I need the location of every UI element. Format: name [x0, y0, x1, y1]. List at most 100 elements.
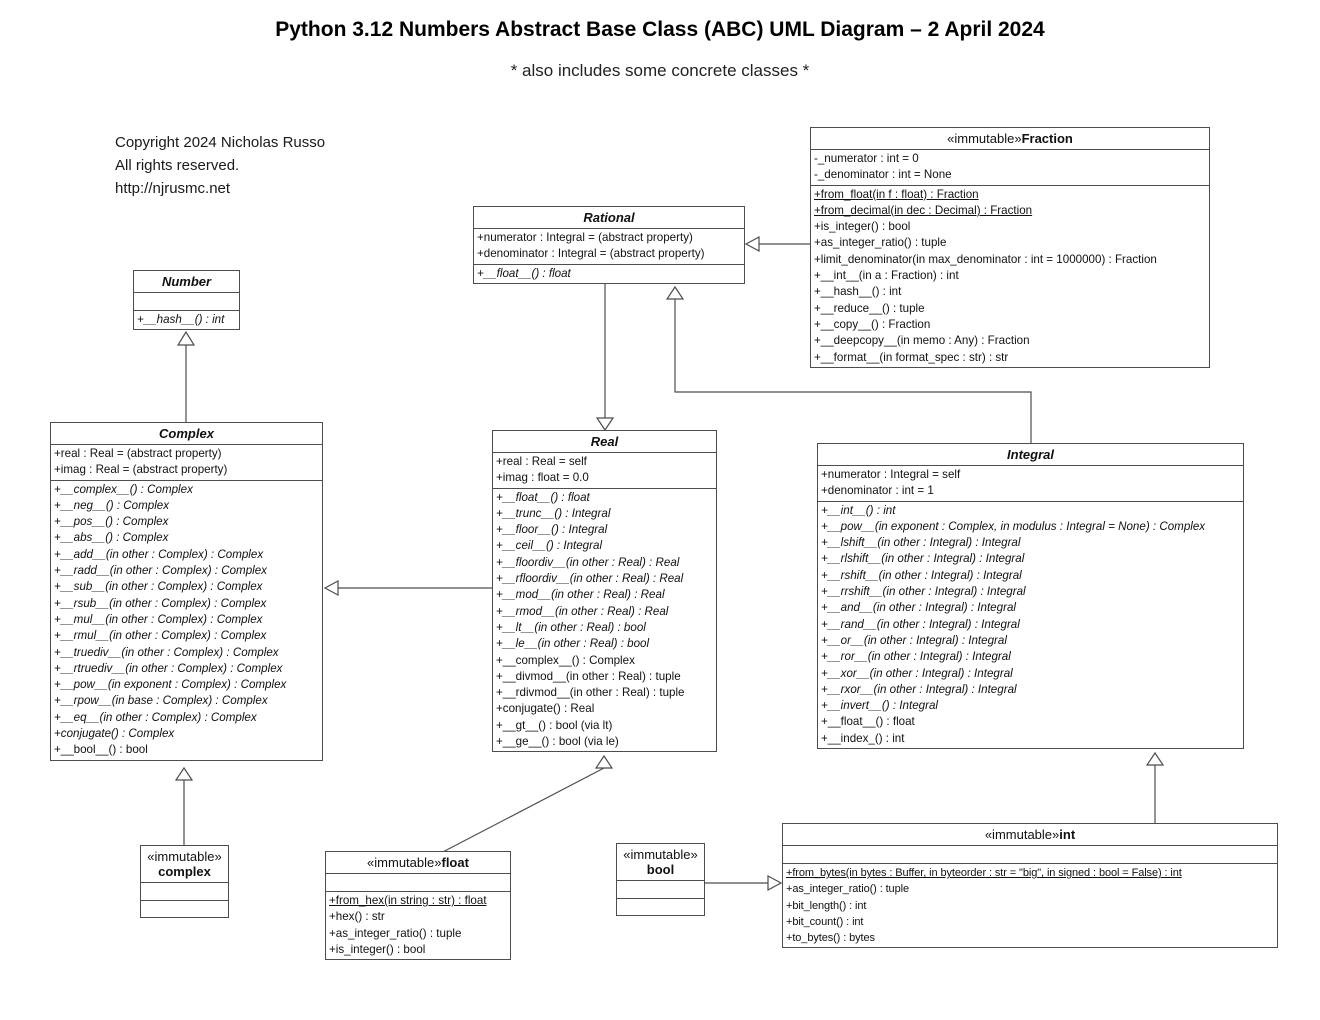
class-box-fraction: «immutable»Fraction -_numerator : int = …: [810, 127, 1210, 368]
attribute-row: -_denominator : int = None: [814, 168, 952, 182]
method-row: +__or__(in other : Integral) : Integral: [821, 633, 1007, 647]
method-row: +__rshift__(in other : Integral) : Integ…: [821, 568, 1022, 582]
method-row: +__floordiv__(in other : Real) : Real: [496, 555, 680, 569]
class-title-fraction: «immutable»Fraction: [811, 128, 1209, 150]
class-name: Complex: [159, 426, 214, 441]
attribute-row: +imag : Real = (abstract property): [54, 463, 228, 477]
method-row: +__rsub__(in other : Complex) : Complex: [54, 596, 267, 610]
class-title-complex-builtin: «immutable»complex: [141, 846, 228, 883]
method-row: +from_decimal(in dec : Decimal) : Fracti…: [814, 203, 1033, 217]
attribute-row: +real : Real = (abstract property): [54, 447, 222, 460]
class-name: Fraction: [1021, 131, 1073, 146]
class-box-bool-builtin: «immutable»bool: [616, 843, 705, 916]
page-subtitle: * also includes some concrete classes *: [510, 61, 810, 80]
class-box-number: Number +__hash__() : int: [133, 270, 240, 331]
method-row: +__sub__(in other : Complex) : Complex: [54, 580, 263, 594]
class-name: complex: [158, 864, 211, 879]
method-row: +__xor__(in other : Integral) : Integral: [821, 666, 1013, 680]
methods-section-rational: +__float__() : float: [474, 265, 744, 283]
attributes-section-number: [134, 293, 239, 311]
class-name: Rational: [583, 210, 635, 225]
method-row: +__ror__(in other : Integral) : Integral: [821, 650, 1011, 664]
method-row: +__truediv__(in other : Complex) : Compl…: [54, 645, 279, 659]
method-row: +__and__(in other : Integral) : Integral: [821, 601, 1016, 615]
attributes-section-float-builtin: [326, 874, 510, 892]
method-row: +__add__(in other : Complex) : Complex: [54, 547, 264, 561]
method-row: +__pos__() : Complex: [54, 515, 169, 529]
method-row: +__rxor__(in other : Integral) : Integra…: [821, 682, 1017, 696]
method-row: +__rpow__(in base : Complex) : Complex: [54, 694, 268, 708]
method-row: +__ge__() : bool (via le): [496, 735, 619, 749]
attribute-row: +numerator : Integral = self: [821, 468, 961, 481]
method-row: +__pow__(in exponent : Complex) : Comple…: [54, 678, 287, 692]
class-title-int-builtin: «immutable»int: [783, 824, 1277, 846]
method-row: +__mod__(in other : Real) : Real: [496, 588, 665, 602]
class-box-complex-abc: Complex +real : Real = (abstract propert…: [50, 422, 323, 761]
attributes-section-integral: +numerator : Integral = self +denominator…: [818, 466, 1243, 502]
attributes-section-complex-builtin: [141, 883, 228, 901]
attribute-row: +denominator : int = 1: [821, 484, 934, 498]
method-row: +from_bytes(in bytes : Buffer, in byteor…: [786, 867, 1182, 879]
page-title: Python 3.12 Numbers Abstract Base Class …: [275, 18, 1045, 41]
method-row: +__rand__(in other : Integral) : Integra…: [821, 617, 1020, 631]
method-row: +__deepcopy__(in memo : Any) : Fraction: [814, 334, 1030, 348]
attributes-section-int-builtin: [783, 846, 1277, 864]
method-row: +__complex__() : Complex: [54, 482, 193, 496]
class-title-complex-abc: Complex: [51, 423, 322, 445]
attributes-section-rational: +numerator : Integral = (abstract proper…: [474, 229, 744, 265]
class-title-real: Real: [493, 431, 716, 453]
methods-section-number: +__hash__() : int: [134, 311, 239, 329]
attribute-row: -_numerator : int = 0: [814, 152, 919, 165]
method-row: +__divmod__(in other : Real) : tuple: [496, 669, 681, 683]
method-row: +__rdivmod__(in other : Real) : tuple: [496, 686, 685, 700]
arrow-int-to-integral: [1145, 751, 1165, 827]
method-row: +conjugate() : Real: [496, 702, 595, 716]
class-title-number: Number: [134, 271, 239, 293]
method-row: +__rtruediv__(in other : Complex) : Comp…: [54, 661, 283, 675]
class-name: bool: [646, 862, 675, 877]
method-row: +__pow__(in exponent : Complex, in modul…: [821, 519, 1206, 533]
class-title-integral: Integral: [818, 444, 1243, 466]
copyright-line: All rights reserved.: [115, 157, 240, 174]
method-row: +as_integer_ratio() : tuple: [814, 236, 947, 250]
method-row: +__ceil__() : Integral: [496, 539, 603, 553]
method-row: +__float__() : float: [477, 266, 571, 280]
attribute-row: +real : Real = self: [496, 455, 587, 468]
arrow-integral-to-rational: [665, 285, 1032, 447]
arrow-complex-to-number: [176, 330, 196, 426]
class-box-int-builtin: «immutable»int +from_bytes(in bytes : Bu…: [782, 823, 1278, 949]
method-row: +conjugate() : Complex: [54, 727, 175, 741]
class-name: Integral: [1007, 447, 1054, 462]
method-row: +to_bytes() : bytes: [786, 932, 875, 945]
attributes-section-bool-builtin: [617, 881, 704, 899]
methods-section-float-builtin: +from_hex(in string : str) : float+hex()…: [326, 892, 510, 959]
class-box-rational: Rational +numerator : Integral = (abstra…: [473, 206, 745, 284]
method-row: +__hash__() : int: [814, 285, 902, 299]
method-row: +__rlshift__(in other : Integral) : Inte…: [821, 552, 1025, 566]
class-stereotype: «immutable»: [947, 131, 1022, 146]
class-name: Number: [161, 274, 212, 289]
method-row: +is_integer() : bool: [329, 942, 426, 956]
method-row: +__invert__() : Integral: [821, 699, 938, 713]
method-row: +__format__(in format_spec : str) : str: [814, 350, 1009, 364]
arrow-complex-builtin-to-complex: [174, 766, 194, 849]
class-box-real: Real +real : Real = self+imag : float = …: [492, 430, 717, 753]
method-row: +__copy__() : Fraction: [814, 317, 931, 331]
method-row: +__radd__(in other : Complex) : Complex: [54, 564, 267, 578]
method-row: +__rmod__(in other : Real) : Real: [496, 604, 669, 618]
method-row: +as_integer_ratio() : tuple: [786, 883, 909, 896]
method-row: +__abs__() : Complex: [54, 531, 169, 545]
method-row: +__neg__() : Complex: [54, 498, 170, 512]
method-row: +as_integer_ratio() : tuple: [329, 926, 462, 940]
method-row: +__float__() : float: [821, 715, 915, 729]
methods-section-complex-builtin: [141, 901, 228, 917]
method-row: +__complex__() : Complex: [496, 653, 635, 667]
methods-section-integral: +__int__() : int+__pow__(in exponent : C…: [818, 502, 1243, 748]
attribute-row: +denominator : Integral = (abstract prop…: [477, 247, 705, 261]
class-box-complex-builtin: «immutable»complex: [140, 845, 229, 918]
method-row: +from_hex(in string : str) : float: [329, 894, 487, 907]
class-title-float-builtin: «immutable»float: [326, 852, 510, 874]
